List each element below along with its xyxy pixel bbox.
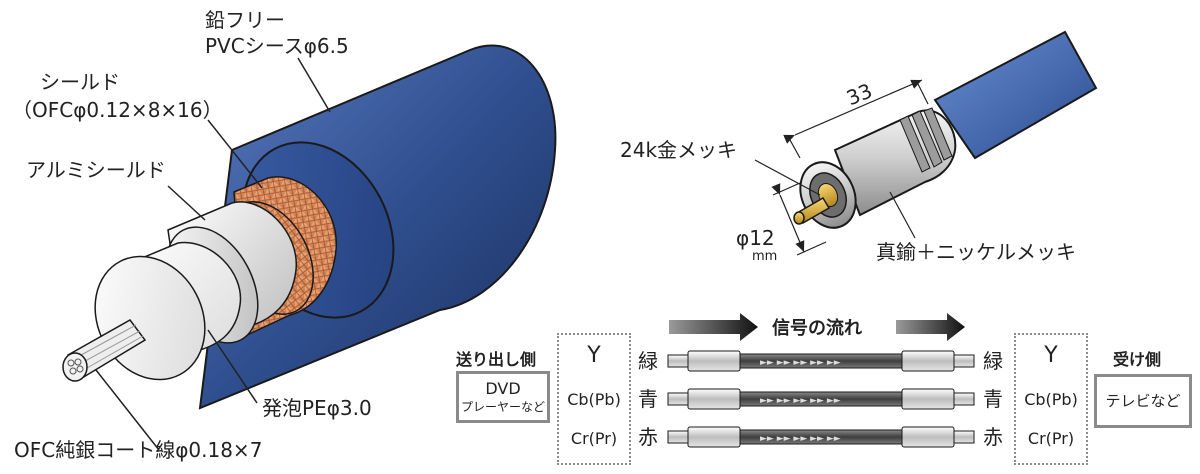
sender-device-line1: DVD xyxy=(485,379,521,398)
sender-signal-box xyxy=(557,333,631,465)
label-signal-flow: 信号の流れ xyxy=(772,318,862,339)
cable-center-conductor xyxy=(62,319,147,382)
sender-device-box: DVD プレーヤーなど xyxy=(456,371,550,423)
receiver-signal-y: Y xyxy=(1044,343,1058,368)
receiver-signal-cr: Cr(Pr) xyxy=(1027,429,1075,448)
mini-cable-green: ►► ►► ►► ►► ►► xyxy=(667,350,975,372)
label-receiver-title: 受け側 xyxy=(1113,350,1162,369)
color-left-green: 緑 xyxy=(638,349,658,373)
color-right-red: 赤 xyxy=(983,425,1003,449)
label-plug-body: 真鍮＋ニッケルメッキ xyxy=(876,240,1076,264)
color-right-green: 緑 xyxy=(983,349,1003,373)
flow-arrows xyxy=(669,313,965,341)
mini-cable-red: ►► ►► ►► ►► ►► xyxy=(667,426,975,448)
sender-signal-cr: Cr(Pr) xyxy=(570,429,618,448)
label-plug-diameter: φ12 xyxy=(736,226,775,250)
receiver-device-box: テレビなど xyxy=(1094,374,1192,428)
label-sender-title: 送り出し側 xyxy=(456,350,537,369)
svg-text:►► ►► ►► ►► ►►: ►► ►► ►► ►► ►► xyxy=(760,358,841,368)
label-jacket-line1: 鉛フリー xyxy=(205,8,285,32)
label-shield-line1: シールド xyxy=(40,70,120,94)
mini-cables: ►► ►► ►► ►► ►► ►► ►► ►► ►► ►► ►► ►► ►► ►… xyxy=(667,350,975,448)
color-left-blue: 青 xyxy=(638,387,658,411)
svg-text:►► ►► ►► ►► ►►: ►► ►► ►► ►► ►► xyxy=(760,396,841,406)
label-plug-diameter-unit: mm xyxy=(752,249,778,264)
svg-text:►► ►► ►► ►► ►►: ►► ►► ►► ►► ►► xyxy=(760,434,841,444)
cable-leader-lines xyxy=(95,57,331,451)
plug-dimension-lines xyxy=(754,79,929,256)
color-right-blue: 青 xyxy=(983,387,1003,411)
label-shield-line2: （OFCφ0.12×8×16） xyxy=(12,98,223,122)
color-left-red: 赤 xyxy=(638,425,658,449)
receiver-device-label: テレビなど xyxy=(1105,392,1181,410)
label-gold-plating: 24k金メッキ xyxy=(620,138,738,162)
sender-signal-cb: Cb(Pb) xyxy=(567,390,621,409)
label-dielectric: 発泡PEφ3.0 xyxy=(262,396,372,420)
mini-cable-blue: ►► ►► ►► ►► ►► xyxy=(667,388,975,410)
plug-cable xyxy=(933,30,1098,160)
sender-signal-y: Y xyxy=(587,343,601,368)
receiver-signal-cb: Cb(Pb) xyxy=(1024,390,1078,409)
label-aluminum-shield: アルミシールド xyxy=(26,158,166,182)
label-jacket-line2: PVCシースφ6.5 xyxy=(205,34,349,58)
label-conductor: OFC純銀コート線φ0.18×7 xyxy=(14,438,263,462)
sender-device-line2: プレーヤーなど xyxy=(460,400,545,414)
receiver-signal-box xyxy=(1014,333,1088,465)
